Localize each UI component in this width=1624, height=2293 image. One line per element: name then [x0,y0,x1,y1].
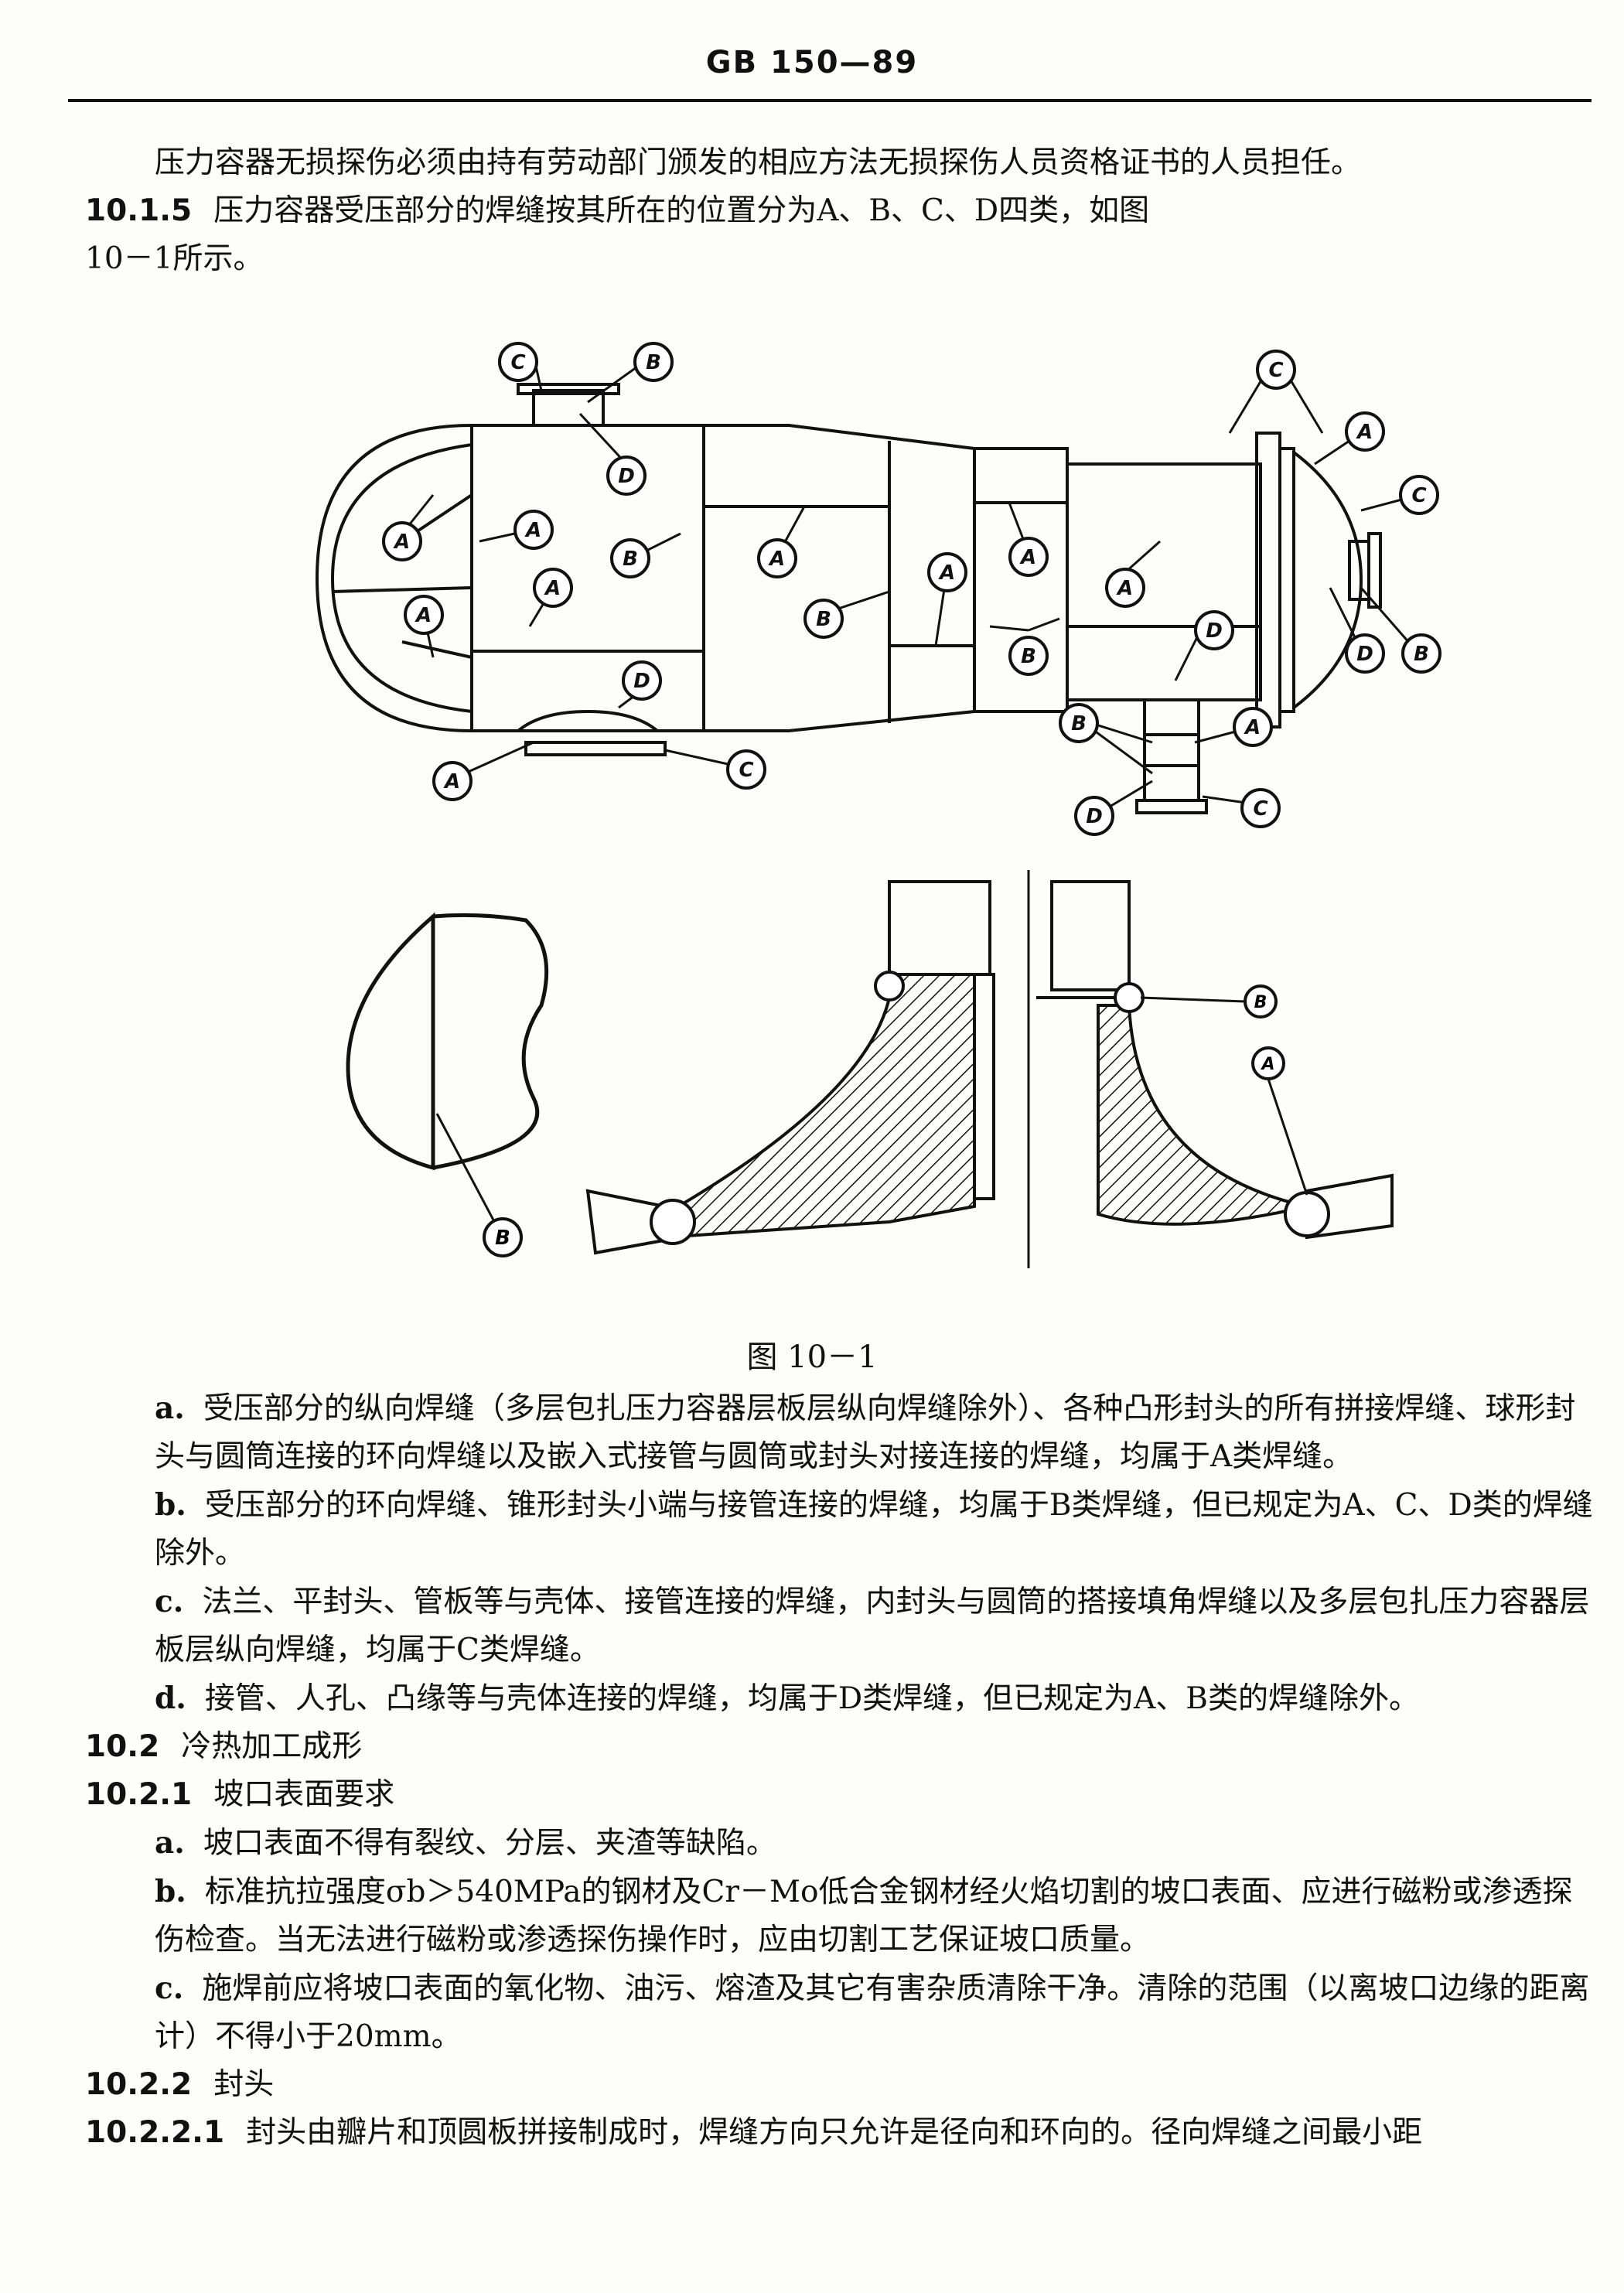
item-text: 标准抗拉强度σb＞540MPa的钢材及Cr－Mo低合金钢材经火焰切割的坡口表面、… [155,1875,1573,1957]
groove-item-c: c.施焊前应将坡口表面的氧化物、油污、熔渣及其它有害杂质清除干净。清除的范围（以… [85,1964,1593,2061]
item-text: 受压部分的环向焊缝、锥形封头小端与接管连接的焊缝，均属于B类焊缝，但已规定为A、… [155,1488,1593,1571]
label-b: B [646,351,661,374]
label-a: A [393,531,410,554]
section-10-2-2: 10.2.2 封头 [85,2061,1593,2109]
header-rule [68,99,1592,102]
label-b: B [1254,993,1267,1012]
section-10-2-2-1: 10.2.2.1 封头由瓣片和顶圆板拼接制成时，焊缝方向只允许是径向和环向的。径向… [85,2109,1593,2157]
label-a: A [1244,716,1261,739]
weld-category-figure: C B D A A A A B A B A A B A C A C D B D … [315,342,1441,1268]
item-marker: b. [155,1487,186,1523]
intro-line: 压力容器无损探伤必须由持有劳动部门颁发的相应方法无损探伤人员资格证书的人员担任。 [155,145,1362,180]
groove-item-b: b.标准抗拉强度σb＞540MPa的钢材及Cr－Mo低合金钢材经火焰切割的坡口表… [85,1868,1593,1964]
section-10-1-5: 10.1.5 压力容器受压部分的焊缝按其所在的位置分为A、B、C、D四类，如图 [85,187,1593,235]
label-a: A [415,604,432,627]
label-a: A [524,519,541,542]
label-b: B [495,1227,510,1250]
groove-item-a: a. 坡口表面不得有裂纹、分层、夹渣等缺陷。 [85,1819,1593,1868]
figure-caption: 图 10－1 [746,1339,878,1375]
item-a: a.受压部分的纵向焊缝（多层包扎压力容器层板层纵向焊缝除外）、各种凸形封头的所有… [85,1384,1593,1481]
section-title: 坡口表面要求 [213,1777,395,1812]
label-b: B [623,548,638,571]
label-c: C [510,351,525,374]
section-10-2: 10.2 冷热加工成形 [85,1723,1593,1771]
item-text: 坡口表面不得有裂纹、分层、夹渣等缺陷。 [203,1826,776,1861]
label-c: C [739,759,753,782]
label-b: B [1071,712,1087,735]
label-d: D [633,670,650,693]
section-number: 10.1.5 [85,193,193,228]
section-number: 10.2.2.1 [85,2115,225,2150]
label-a: A [443,770,460,793]
section-10-1-5-continued: 10－1所示。 [85,241,264,276]
item-text: 施焊前应将坡口表面的氧化物、油污、熔渣及其它有害杂质清除干净。清除的范围（以离坡… [155,1971,1590,2054]
item-marker: c. [155,1971,184,2006]
label-b: B [816,608,831,631]
label-b: B [1414,643,1429,666]
section-text: 封头由瓣片和顶圆板拼接制成时，焊缝方向只允许是径向和环向的。径向焊缝之间最小距 [246,2115,1423,2150]
section-number: 10.2 [85,1729,160,1764]
label-a: A [768,548,785,571]
label-b: B [1021,645,1036,668]
label-a: A [1356,421,1373,444]
section-number: 10.2.2 [85,2067,193,2102]
section-text: 压力容器受压部分的焊缝按其所在的位置分为A、B、C、D四类，如图 [213,193,1150,228]
item-b: b.受压部分的环向焊缝、锥形封头小端与接管连接的焊缝，均属于B类焊缝，但已规定为… [85,1481,1593,1578]
label-d: D [618,465,635,488]
section-number: 10.2.1 [85,1777,193,1812]
item-text: 受压部分的纵向焊缝（多层包扎压力容器层板层纵向焊缝除外）、各种凸形封头的所有拼接… [155,1391,1576,1474]
item-marker: b. [155,1874,186,1909]
intro-paragraph: 压力容器无损探伤必须由持有劳动部门颁发的相应方法无损探伤人员资格证书的人员担任。… [85,139,1593,283]
section-title: 封头 [213,2067,275,2102]
label-a: A [1019,546,1036,569]
label-a: A [1260,1055,1274,1074]
item-text: 接管、人孔、凸缘等与壳体连接的焊缝，均属于D类焊缝，但已规定为A、B类的焊缝除外… [204,1681,1419,1716]
page-header: GB 150—89 [705,45,919,80]
label-d: D [1206,619,1223,643]
item-d: d. 接管、人孔、凸缘等与壳体连接的焊缝，均属于D类焊缝，但已规定为A、B类的焊缝… [85,1674,1593,1723]
item-marker: a. [155,1825,185,1861]
section-10-2-1: 10.2.1 坡口表面要求 [85,1771,1593,1819]
label-a: A [1116,577,1133,600]
item-marker: c. [155,1584,184,1619]
item-c: c.法兰、平封头、管板等与壳体、接管连接的焊缝，内封头与圆筒的搭接填角焊缝以及多… [85,1578,1593,1674]
label-d: D [1086,805,1103,828]
item-text: 法兰、平封头、管板等与壳体、接管连接的焊缝，内封头与圆筒的搭接填角焊缝以及多层包… [155,1585,1590,1667]
item-marker: d. [155,1681,186,1716]
label-c: C [1268,359,1283,382]
label-c: C [1411,484,1426,507]
label-a: A [544,577,561,600]
section-title: 冷热加工成形 [181,1729,363,1764]
weld-category-items: a.受压部分的纵向焊缝（多层包扎压力容器层板层纵向焊缝除外）、各种凸形封头的所有… [85,1384,1593,2157]
item-marker: a. [155,1390,185,1426]
label-c: C [1253,797,1267,821]
label-d: D [1356,643,1373,666]
label-a: A [938,561,955,585]
